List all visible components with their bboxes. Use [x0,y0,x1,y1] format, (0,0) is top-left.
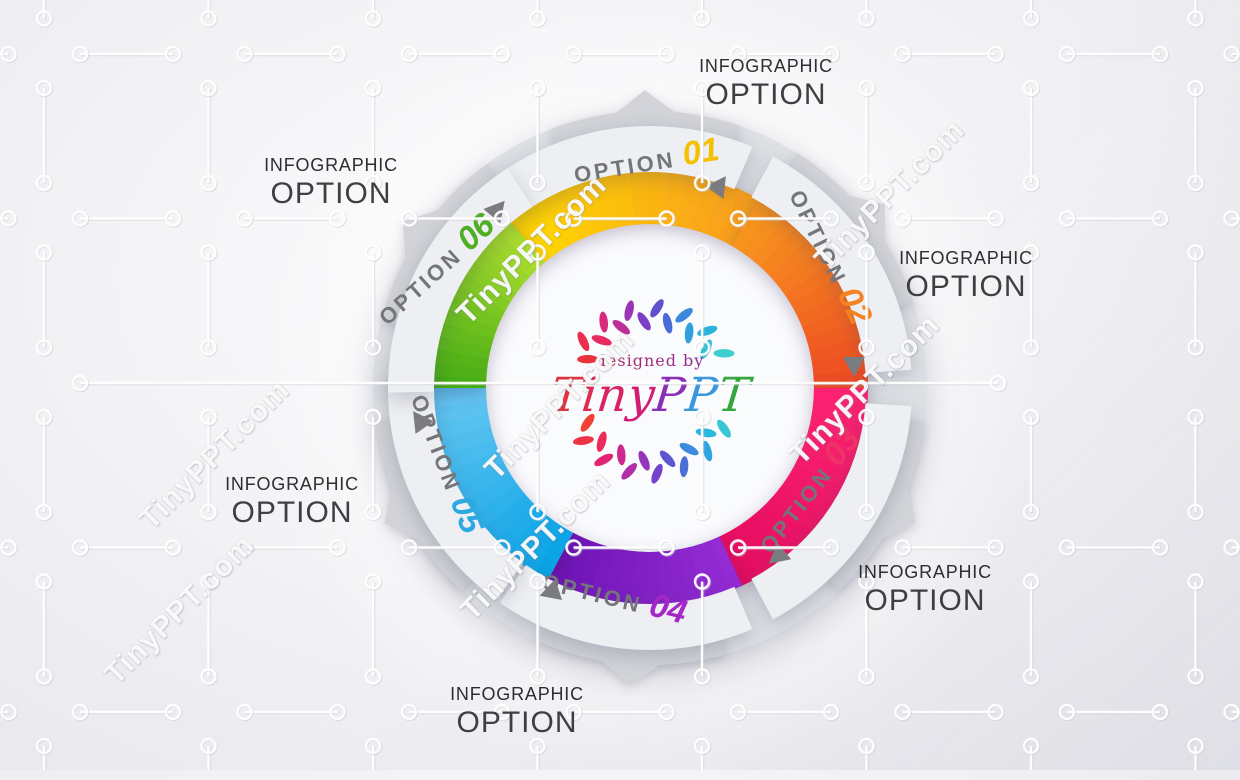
laurel-leaf [679,456,689,478]
outer-label-bottom[interactable]: INFOGRAPHIC OPTION [450,684,584,740]
laurel-leaf [596,431,607,452]
laurel-leaf [650,299,664,318]
laurel-leaf [702,440,713,462]
laurel-leaf [591,335,612,346]
laurel-leaf [599,311,609,333]
brand-letter: T [714,368,752,423]
option-marker-icon[interactable] [762,542,792,572]
outer-label-line1: INFOGRAPHIC [450,684,584,704]
option-arc-06[interactable] [432,221,545,388]
outer-label-line2: OPTION [456,706,578,739]
outer-label-line2: OPTION [905,270,1027,303]
brand-letter: P [683,368,721,423]
laurel-leaf [659,450,676,468]
outer-label-line1: INFOGRAPHIC [858,562,992,582]
laurel-leaf [580,413,595,432]
outer-label-line2: OPTION [231,496,353,529]
outer-label-line1: INFOGRAPHIC [264,155,398,175]
laurel-leaf [594,453,614,467]
laurel-leaf [684,322,694,344]
option-number: 01 [680,130,722,172]
outer-label-line2: OPTION [270,177,392,210]
inner-circle [484,222,816,554]
laurel-leaf [612,319,630,335]
option-marker-icon[interactable] [404,405,434,434]
laurel-leaf [695,428,717,438]
laurel-leaf [617,444,626,466]
outer-label-bottom-right[interactable]: INFOGRAPHIC OPTION [858,562,992,618]
laurel-leaf [637,312,651,331]
outer-label-top[interactable]: INFOGRAPHIC OPTION [699,56,833,112]
outer-label-line1: INFOGRAPHIC [225,474,359,494]
laurel-leaf [577,354,599,364]
laurel-leaf [651,463,663,484]
option-marker-icon[interactable] [843,357,865,377]
laurel-leaf [713,349,735,358]
option-plate-02[interactable] [751,156,912,373]
designed-by-text: designed by [480,351,820,370]
outer-label-line1: INFOGRAPHIC [899,248,1033,268]
laurel-leaf [577,331,590,352]
option-arc-05[interactable] [432,388,574,581]
laurel-leaf [717,419,731,438]
laurel-leaf [638,450,650,471]
outer-label-line1: INFOGRAPHIC [699,56,833,76]
outer-label-line2: OPTION [864,584,986,617]
option-number: 04 [646,586,691,631]
center-logo: designed by TinyPPT [480,296,820,486]
option-arc-03[interactable] [719,388,868,586]
option-plate-04[interactable] [499,564,753,650]
laurel-leaf [621,463,637,480]
designed-by-label: designed by [595,351,705,370]
outer-label-right[interactable]: INFOGRAPHIC OPTION [899,248,1033,304]
outer-label-line2: OPTION [705,78,827,111]
option-arc-04[interactable] [547,532,743,606]
option-plate-03[interactable] [751,403,912,620]
outer-label-left[interactable]: INFOGRAPHIC OPTION [225,474,359,530]
option-plate-01[interactable] [499,126,753,212]
brand-logo-text: TinyPPT [480,368,820,423]
laurel-leaf [573,436,594,446]
laurel-leaf [662,312,673,334]
laurel-leaf [675,308,693,323]
laurel-leaf [697,325,718,337]
option-marker-icon[interactable] [705,170,734,199]
laurel-leaf [624,300,634,321]
laurel-leaf [679,442,699,456]
option-marker-icon[interactable] [536,579,563,606]
outer-label-top-left[interactable]: INFOGRAPHIC OPTION [264,155,398,211]
